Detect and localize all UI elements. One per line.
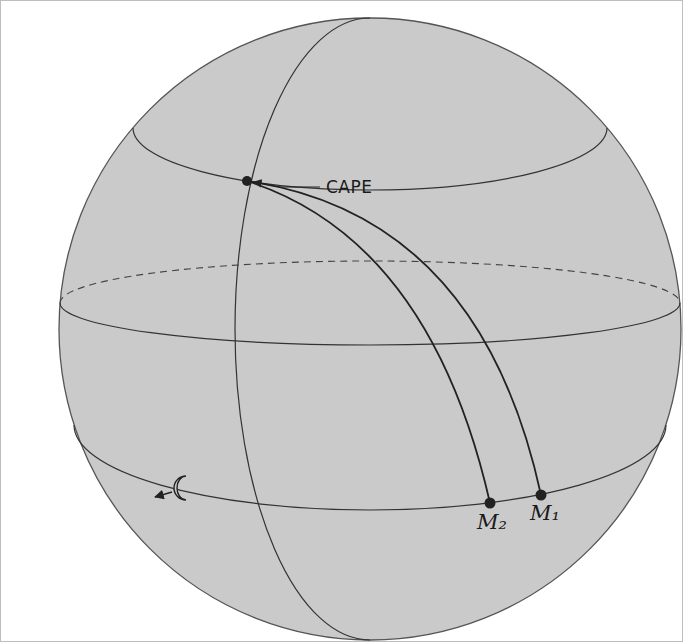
meridian xyxy=(235,18,370,640)
leader-line xyxy=(254,182,320,187)
point-label: M₁ xyxy=(530,503,560,524)
equator-back xyxy=(60,261,680,303)
moon-point xyxy=(536,490,547,501)
moon-path xyxy=(74,425,666,510)
trajectory xyxy=(247,181,490,503)
moon-symbol xyxy=(174,476,186,500)
moon-point xyxy=(485,498,496,509)
motion-arrow xyxy=(155,492,172,497)
place-label: CAPE xyxy=(326,179,373,196)
equator-front xyxy=(60,303,680,345)
cape-point xyxy=(242,176,252,186)
point-label: M₂ xyxy=(477,512,507,533)
earth-sphere xyxy=(59,18,681,640)
trajectory xyxy=(247,181,541,495)
